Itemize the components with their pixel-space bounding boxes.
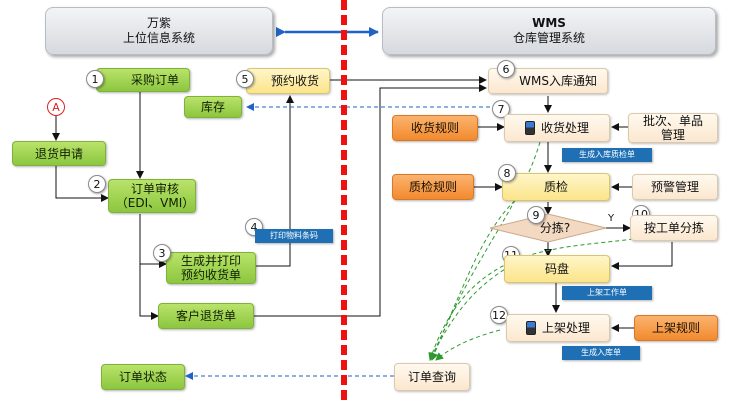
tag-gen-inbound-order: 生成入库单 <box>562 346 640 360</box>
node-qc-rules-label: 质检规则 <box>408 180 457 194</box>
node-sorting-decision-label-wrap: 分拣? <box>530 221 580 235</box>
tag-putaway-work-order-label: 上架工作单 <box>587 288 627 297</box>
node-alert-mgmt[interactable]: 预警管理 <box>632 174 718 200</box>
node-receiving-processing-label: 收货处理 <box>540 121 589 135</box>
header-wms: WMS 仓库管理系统 <box>382 7 716 55</box>
node-reserve-receipt-label: 预约收货 <box>270 74 319 88</box>
node-putaway-processing[interactable]: 上架处理 <box>506 314 610 342</box>
node-sorting-decision-label: 分拣? <box>539 221 571 235</box>
node-receiving-rules-label: 收货规则 <box>410 121 459 135</box>
tag-gen-qc-order-label: 生成入库质检单 <box>579 150 635 159</box>
node-putaway-processing-label: 上架处理 <box>541 321 590 335</box>
node-palletizing[interactable]: 码盘 <box>504 255 610 283</box>
node-batch-item-line2: 管理 <box>660 128 685 142</box>
node-putaway-rules[interactable]: 上架规则 <box>634 315 718 341</box>
tag-gen-inbound-order-label: 生成入库单 <box>581 348 621 357</box>
step-2-badge: 2 <box>88 175 106 193</box>
node-inbound-notice-label: WMS入库通知 <box>519 74 597 88</box>
node-inventory-label: 库存 <box>200 100 225 114</box>
header-upstream-system: 万紫 上位信息系统 <box>45 7 273 55</box>
node-order-query[interactable]: 订单查询 <box>394 363 470 391</box>
node-order-review[interactable]: 订单审核 （EDI、VMI） <box>108 179 196 213</box>
step-5-badge: 5 <box>236 70 254 88</box>
node-order-review-line1: 订单审核 <box>130 182 179 196</box>
node-reserve-receipt[interactable]: 预约收货 <box>246 68 330 94</box>
handheld-scanner-icon <box>524 121 535 135</box>
step-6-badge: 6 <box>497 60 515 78</box>
header-wms-subtitle: 仓库管理系统 <box>512 31 585 45</box>
tag-gen-qc-order: 生成入库质检单 <box>562 148 652 162</box>
handheld-scanner-icon-2 <box>525 321 536 335</box>
node-inbound-notice[interactable]: WMS入库通知 <box>488 68 608 94</box>
arrow-sort-to-pallet <box>611 242 673 270</box>
node-order-status-label: 订单状态 <box>118 370 167 384</box>
node-generate-print-line1: 生成并打印 <box>180 254 241 268</box>
yes-label: Y <box>608 213 615 224</box>
node-purchase-order[interactable]: 采购订单 <box>96 68 190 92</box>
node-order-query-label: 订单查询 <box>407 370 456 384</box>
node-return-request[interactable]: 退货申请 <box>12 141 106 166</box>
node-generate-print-line2: 预约收货单 <box>180 268 241 282</box>
node-purchase-order-label: 采购订单 <box>130 73 179 87</box>
step-3-badge: 3 <box>153 244 171 262</box>
node-customer-return-label: 客户退货单 <box>175 309 236 323</box>
node-return-request-label: 退货申请 <box>34 146 83 161</box>
step-1-badge: 1 <box>86 70 104 88</box>
tag-print-barcode-label: 打印物料条码 <box>270 231 318 240</box>
node-putaway-rules-label: 上架规则 <box>651 321 700 335</box>
node-qc[interactable]: 质检 <box>502 173 610 201</box>
node-generate-print[interactable]: 生成并打印 预约收货单 <box>166 252 256 284</box>
node-inventory[interactable]: 库存 <box>184 96 242 118</box>
node-alert-mgmt-label: 预警管理 <box>650 180 699 194</box>
step-9-badge: 9 <box>527 206 545 224</box>
tag-print-barcode: 打印物料条码 <box>255 229 333 243</box>
node-palletizing-label: 码盘 <box>544 262 569 276</box>
dashed-green-putaway <box>435 329 501 361</box>
node-receiving-processing[interactable]: 收货处理 <box>504 114 610 142</box>
header-wms-title: WMS <box>532 16 566 30</box>
header-upstream-subtitle: 上位信息系统 <box>122 31 195 45</box>
header-upstream-title: 万紫 <box>146 16 171 30</box>
node-batch-item-line1: 批次、单品 <box>642 114 703 128</box>
start-marker-a: A <box>47 98 65 116</box>
node-sort-by-order[interactable]: 按工单分拣 <box>630 215 718 241</box>
step-7-badge: 7 <box>492 100 510 118</box>
step-12-badge: 12 <box>490 306 508 324</box>
tag-putaway-work-order: 上架工作单 <box>562 286 652 300</box>
node-customer-return[interactable]: 客户退货单 <box>158 303 254 329</box>
step-8-badge: 8 <box>498 164 516 182</box>
arrow-review-to-custreturn <box>139 264 159 320</box>
node-order-status[interactable]: 订单状态 <box>101 364 185 390</box>
node-sort-by-order-label: 按工单分拣 <box>643 221 704 235</box>
node-receiving-rules[interactable]: 收货规则 <box>392 115 478 141</box>
node-qc-rules[interactable]: 质检规则 <box>392 174 474 200</box>
node-qc-label: 质检 <box>543 180 568 194</box>
system-boundary-divider <box>341 0 347 405</box>
node-order-review-line2: （EDI、VMI） <box>115 196 195 210</box>
node-batch-item-mgmt[interactable]: 批次、单品 管理 <box>628 113 718 143</box>
